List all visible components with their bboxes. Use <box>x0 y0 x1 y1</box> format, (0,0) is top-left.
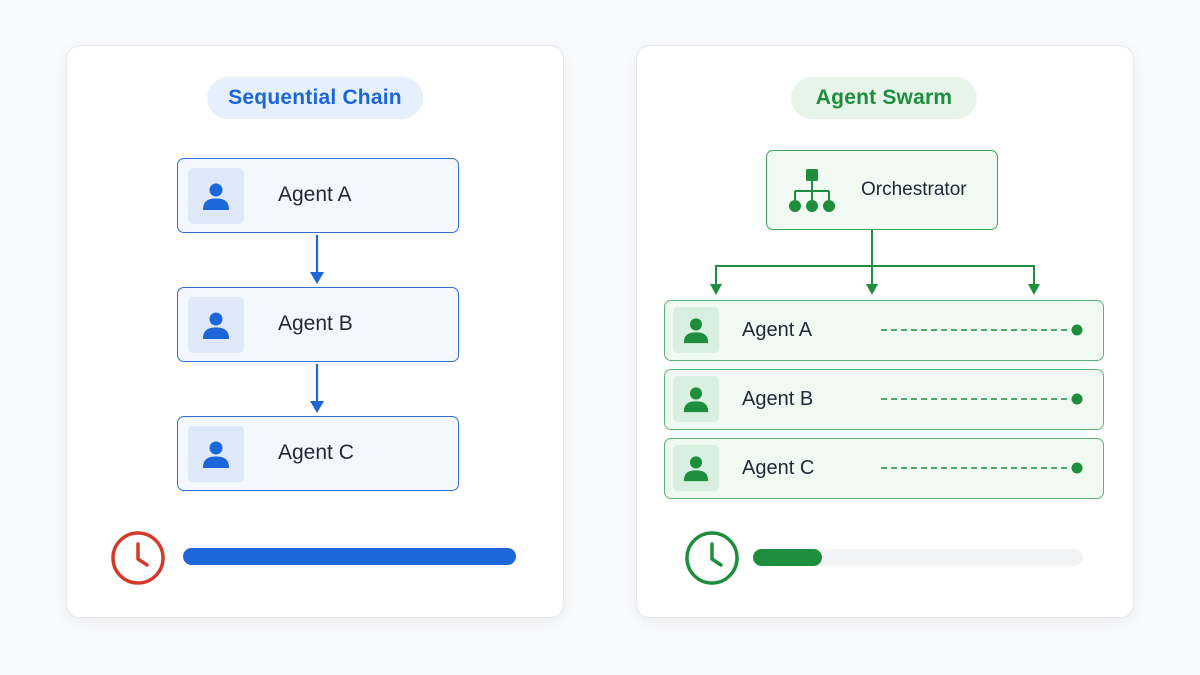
clock-icon <box>111 531 165 585</box>
chain-agent-label: Agent A <box>278 183 352 206</box>
chain-arrow-head-2 <box>310 401 324 413</box>
person-icon <box>188 426 244 482</box>
swarm-arrow-head-1 <box>710 284 722 295</box>
chain-agent-c[interactable]: Agent C <box>177 416 459 491</box>
chain-agent-label: Agent B <box>278 312 353 335</box>
sequential-chain-panel: Sequential Chain Agent A Agent B Agent C <box>66 45 564 618</box>
orchestrator-node[interactable]: Orchestrator <box>766 150 998 230</box>
person-icon <box>673 307 719 353</box>
chain-connectors <box>310 235 324 413</box>
chain-agent-b[interactable]: Agent B <box>177 287 459 362</box>
clock-icon <box>685 531 739 585</box>
chain-arrow-head-1 <box>310 272 324 284</box>
person-icon <box>188 297 244 353</box>
swarm-agent-a[interactable]: Agent A <box>664 300 1104 361</box>
person-icon <box>673 376 719 422</box>
person-icon <box>673 445 719 491</box>
agent-swarm-panel: Agent Swarm Orchestrator Agent A <box>636 45 1134 618</box>
sequential-progress-fill <box>183 548 516 565</box>
parallel-status-line <box>881 393 1083 405</box>
hierarchy-icon <box>789 169 835 212</box>
swarm-progress-fill <box>753 549 823 566</box>
chain-agent-a[interactable]: Agent A <box>177 158 459 233</box>
sequential-progress-bar <box>183 548 516 565</box>
swarm-agent-label: Agent C <box>742 457 815 479</box>
agent-swarm-title: Agent Swarm <box>791 77 977 119</box>
orchestrator-branch-line <box>715 265 1035 286</box>
person-icon <box>188 168 244 224</box>
parallel-status-line <box>881 324 1083 336</box>
swarm-arrow-head-3 <box>1028 284 1040 295</box>
swarm-agent-b[interactable]: Agent B <box>664 369 1104 430</box>
swarm-arrow-head-2 <box>866 284 878 295</box>
orchestrator-label: Orchestrator <box>861 179 967 200</box>
parallel-status-line <box>881 462 1083 474</box>
swarm-progress-bar <box>753 549 1083 566</box>
sequential-chain-title: Sequential Chain <box>207 77 423 119</box>
swarm-agent-label: Agent B <box>742 388 814 410</box>
swarm-agent-c[interactable]: Agent C <box>664 438 1104 499</box>
swarm-agent-label: Agent A <box>742 319 813 341</box>
swarm-connectors <box>710 230 1040 295</box>
chain-agent-label: Agent C <box>278 441 354 464</box>
